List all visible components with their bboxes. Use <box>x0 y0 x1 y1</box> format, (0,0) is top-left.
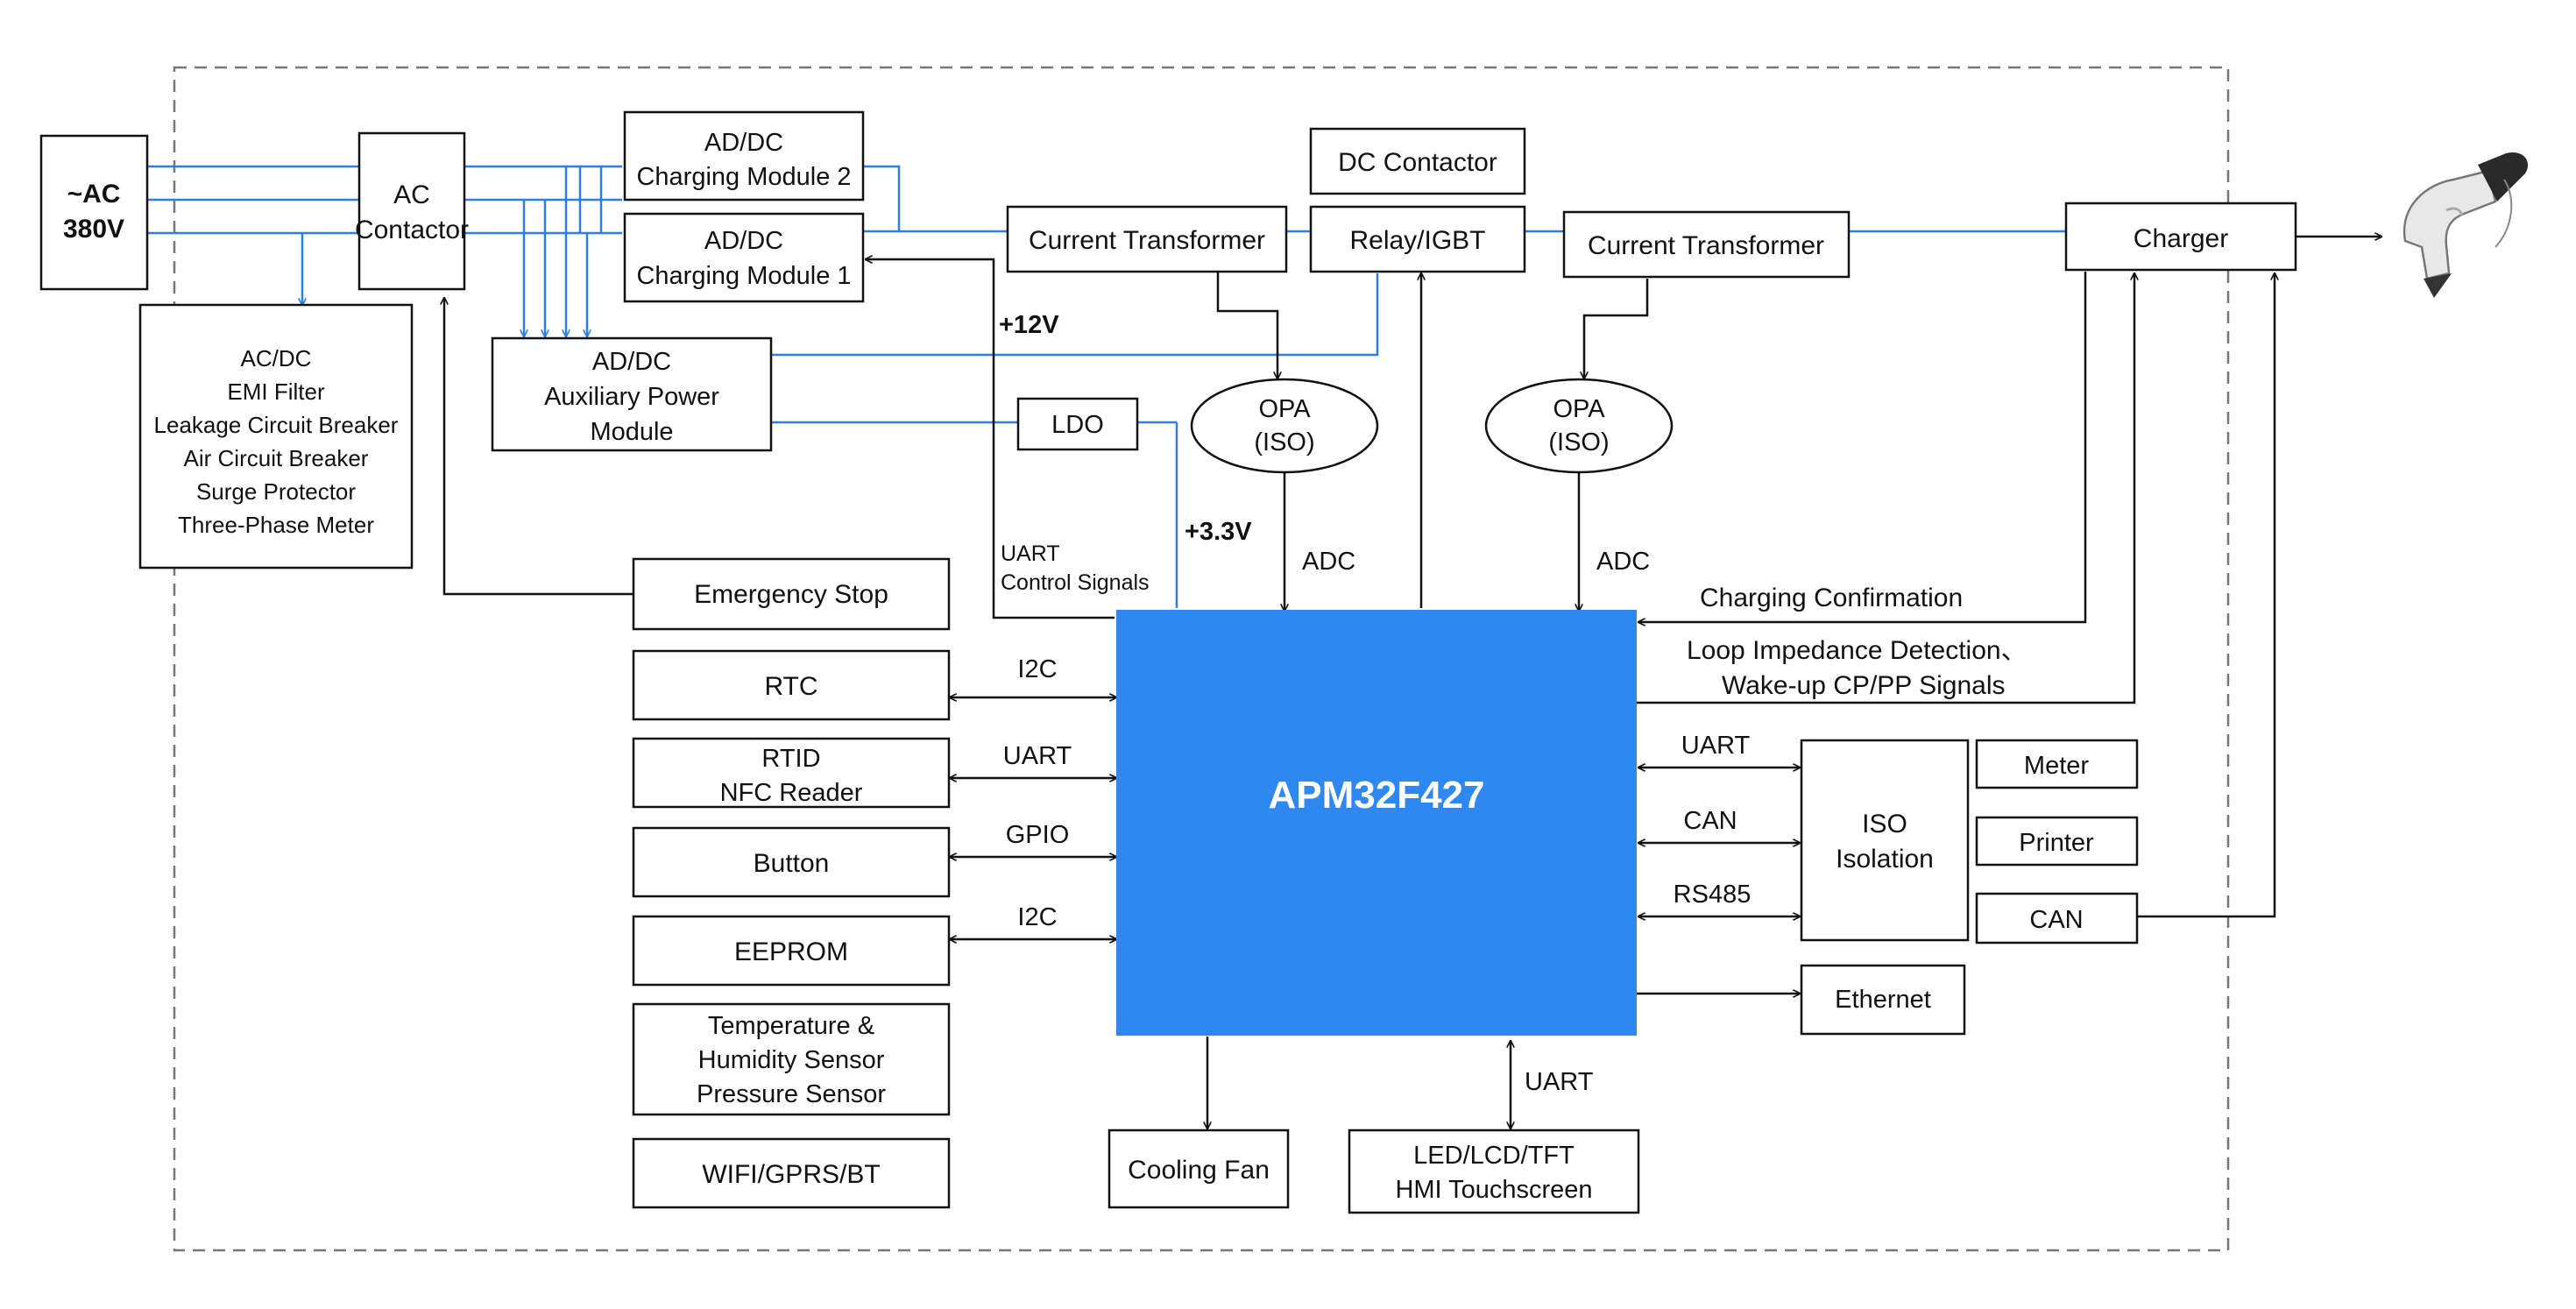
ac-contactor-label-2: Contactor <box>355 216 469 244</box>
ldo-block: LDO <box>1016 397 1139 451</box>
button-block: Button <box>632 826 951 898</box>
sensors-line-2: Humidity Sensor <box>698 1046 885 1074</box>
can-label: CAN <box>2029 906 2083 934</box>
iso-can-label: CAN <box>1683 807 1737 835</box>
charger-label: Charger <box>2134 224 2228 253</box>
charging-gun-icon <box>2403 152 2529 298</box>
plus-3v3-label: +3.3V <box>1185 518 1252 546</box>
iso-uart-label: UART <box>1681 732 1751 760</box>
rtc-bus-label: I2C <box>1017 655 1057 683</box>
rtc-block: RTC <box>632 649 951 721</box>
opa-1-block: OPA (ISO) <box>1190 378 1379 474</box>
button-label: Button <box>754 849 830 878</box>
loop-impedance-label-2: Wake-up CP/PP Signals <box>1722 671 2005 700</box>
hmi-block: LED/LCD/TFT HMI Touchscreen <box>1348 1129 1640 1214</box>
adc-2-label: ADC <box>1596 548 1650 576</box>
charging-module-2-line-1: AD/DC <box>704 129 783 157</box>
opa-1-line-1: OPA <box>1258 395 1311 423</box>
emergency-stop-block: Emergency Stop <box>632 557 951 631</box>
ac-source-label: ~AC <box>67 180 121 209</box>
relay-igbt-block: Relay/IGBT <box>1309 205 1526 273</box>
hmi-bus-label: UART <box>1525 1068 1594 1096</box>
current-transformer-2-block: Current Transformer <box>1562 210 1851 279</box>
ac-contactor-label-1: AC <box>393 180 430 209</box>
meter-block: Meter <box>1975 739 2139 789</box>
input-protection-line-6: Three-Phase Meter <box>178 512 374 538</box>
uart-control-label-1: UART <box>1001 541 1060 566</box>
adc-1-label: ADC <box>1302 548 1355 576</box>
dc-contactor-label: DC Contactor <box>1338 148 1497 177</box>
charger-block: Charger <box>2064 202 2297 272</box>
sensors-block: Temperature & Humidity Sensor Pressure S… <box>632 1002 951 1116</box>
aux-power-block: AD/DC Auxiliary Power Module <box>491 336 773 452</box>
rtc-label: RTC <box>764 672 817 701</box>
system-enclosure <box>173 66 2230 1252</box>
button-bus-label: GPIO <box>1006 821 1070 849</box>
iso-isolation-line-2: Isolation <box>1836 845 1934 874</box>
opa-2-line-1: OPA <box>1553 395 1605 423</box>
iso-isolation-block: ISO Isolation <box>1800 739 1970 942</box>
ac-source-voltage: 380V <box>63 215 124 244</box>
charging-module-2-block: AD/DC Charging Module 2 <box>623 110 865 202</box>
ac-contactor-block: AC Contactor <box>355 131 469 291</box>
meter-label: Meter <box>2024 752 2089 780</box>
hmi-line-2: HMI Touchscreen <box>1395 1176 1592 1204</box>
printer-block: Printer <box>1975 816 2139 867</box>
eeprom-label: EEPROM <box>734 938 848 966</box>
hmi-line-1: LED/LCD/TFT <box>1413 1142 1575 1170</box>
input-protection-line-4: Air Circuit Breaker <box>184 445 369 471</box>
signal-lines <box>444 237 2381 1129</box>
aux-power-line-3: Module <box>590 418 673 446</box>
eeprom-bus-label: I2C <box>1017 903 1057 931</box>
aux-power-line-1: AD/DC <box>592 348 671 376</box>
opa-1-line-2: (ISO) <box>1254 428 1314 456</box>
aux-power-line-2: Auxiliary Power <box>544 383 719 411</box>
rfid-block: RTID NFC Reader <box>632 737 951 809</box>
rfid-line-2: NFC Reader <box>720 779 863 807</box>
ac-source-block: ~AC 380V <box>39 134 149 291</box>
charging-module-2-line-2: Charging Module 2 <box>636 163 851 191</box>
power-lines <box>147 165 2066 608</box>
input-protection-line-2: EMI Filter <box>227 379 325 405</box>
wireless-label: WIFI/GPRS/BT <box>702 1160 880 1189</box>
uart-control-label-2: Control Signals <box>1001 570 1150 595</box>
input-protection-line-1: AC/DC <box>241 345 312 371</box>
input-protection-line-3: Leakage Circuit Breaker <box>154 412 399 438</box>
charging-module-1-block: AD/DC Charging Module 1 <box>623 212 865 303</box>
cooling-fan-label: Cooling Fan <box>1128 1156 1270 1185</box>
loop-impedance-label-1: Loop Impedance Detection、 <box>1687 636 2028 665</box>
ethernet-label: Ethernet <box>1835 986 1931 1014</box>
mcu-label: APM32F427 <box>1268 774 1484 817</box>
current-transformer-1-block: Current Transformer <box>1006 205 1288 273</box>
current-transformer-2-label: Current Transformer <box>1588 231 1824 260</box>
charging-module-1-line-2: Charging Module 1 <box>636 262 851 290</box>
opa-2-line-2: (ISO) <box>1548 428 1609 456</box>
ldo-label: LDO <box>1051 411 1104 439</box>
iso-rs485-label: RS485 <box>1674 881 1752 909</box>
mcu-block: APM32F427 <box>1116 610 1637 1036</box>
plus-12v-label: +12V <box>999 311 1059 339</box>
wireless-block: WIFI/GPRS/BT <box>632 1137 951 1209</box>
opa-2-block: OPA (ISO) <box>1484 378 1674 474</box>
rfid-bus-label: UART <box>1003 742 1072 770</box>
charging-confirmation-label: Charging Confirmation <box>1700 584 1963 612</box>
sensors-line-1: Temperature & <box>708 1012 874 1040</box>
eeprom-block: EEPROM <box>632 915 951 987</box>
current-transformer-1-label: Current Transformer <box>1029 226 1265 255</box>
relay-igbt-label: Relay/IGBT <box>1349 226 1485 255</box>
input-protection-line-5: Surge Protector <box>196 478 356 505</box>
charging-module-1-line-1: AD/DC <box>704 227 783 255</box>
printer-label: Printer <box>2019 829 2094 857</box>
dc-contactor-block: DC Contactor <box>1309 127 1526 195</box>
emergency-stop-label: Emergency Stop <box>694 580 888 609</box>
sensors-line-3: Pressure Sensor <box>697 1080 886 1108</box>
cooling-fan-block: Cooling Fan <box>1108 1129 1290 1209</box>
can-block: CAN <box>1975 892 2139 945</box>
ethernet-block: Ethernet <box>1800 964 1966 1036</box>
iso-isolation-line-1: ISO <box>1862 810 1907 838</box>
rfid-line-1: RTID <box>761 745 820 773</box>
input-protection-block: AC/DC EMI Filter Leakage Circuit Breaker… <box>138 303 414 570</box>
